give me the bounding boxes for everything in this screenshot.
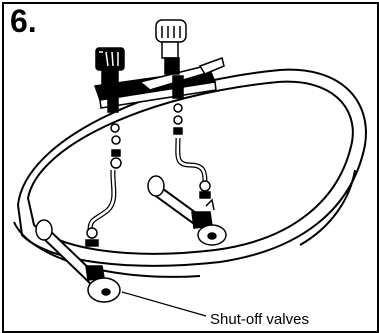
supply-line-icon (87, 103, 211, 231)
callout-leader-line (121, 291, 207, 317)
step-number: 6. (10, 3, 37, 39)
shutoff-valves-callout: Shut-off valves (210, 311, 309, 328)
shutoff-valve-icon (147, 175, 227, 246)
shutoff-valve-icon (35, 219, 121, 303)
faucet-icon (93, 19, 225, 113)
